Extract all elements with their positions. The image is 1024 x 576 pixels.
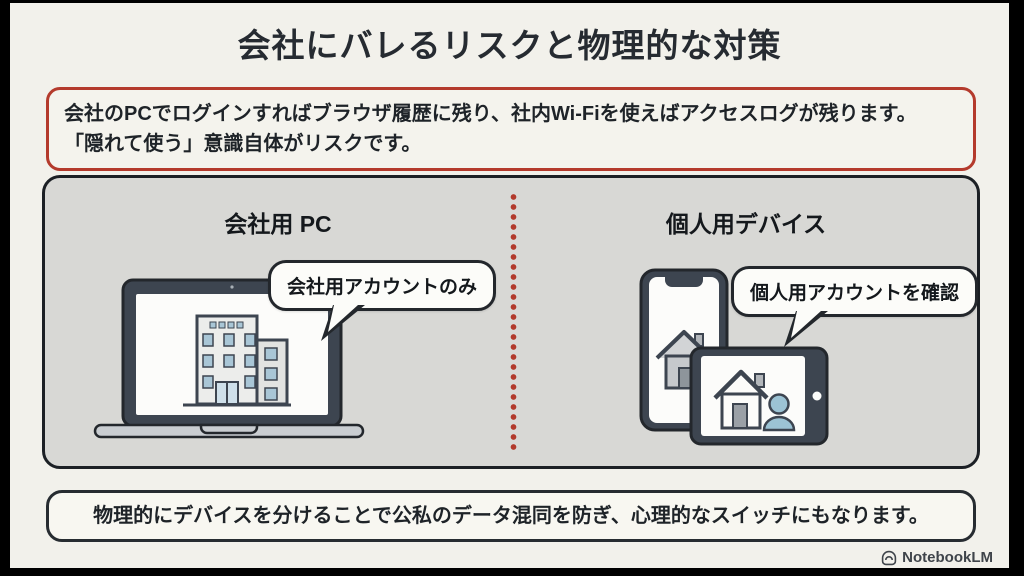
conclusion-note-box: 物理的にデバイスを分けることで公私のデータ混同を防ぎ、心理的なスイッチにもなりま… bbox=[46, 490, 976, 542]
tablet-icon bbox=[689, 346, 829, 446]
laptop-camera-dot bbox=[230, 285, 234, 289]
warning-line-2: 「隠れて使う」意識自体がリスクです。 bbox=[64, 133, 422, 155]
speech-bubble-tail bbox=[321, 305, 365, 341]
slide: 会社にバレるリスクと物理的な対策 会社のPCでログインすればブラウザ履歴に残り、… bbox=[10, 3, 1009, 568]
company-account-speech-bubble: 会社用アカウントのみ bbox=[268, 260, 497, 341]
person-icon bbox=[762, 393, 796, 432]
personal-account-speech-bubble: 個人用アカウントを確認 bbox=[731, 266, 979, 347]
company-pc-header: 会社用 PC bbox=[224, 211, 332, 237]
warning-line-1: 会社のPCでログインすればブラウザ履歴に残り、社内Wi-Fiを使えばアクセスログ… bbox=[64, 103, 917, 125]
smartphone-and-tablet-icon bbox=[639, 268, 829, 446]
branding-footer: NotebookLM bbox=[881, 549, 993, 566]
page-title: 会社にバレるリスクと物理的な対策 bbox=[237, 27, 782, 64]
red-dotted-divider bbox=[509, 192, 518, 450]
home-icon bbox=[713, 369, 769, 430]
branding-label: NotebookLM bbox=[902, 549, 993, 566]
notebooklm-logo-icon bbox=[881, 550, 897, 565]
office-building-icon bbox=[183, 314, 291, 407]
risk-warning-box: 会社のPCでログインすればブラウザ履歴に残り、社内Wi-Fiを使えばアクセスログ… bbox=[46, 87, 976, 171]
comparison-panel: 会社用 PC 個人用デバイス bbox=[42, 175, 980, 469]
bubble-label: 会社用アカウントのみ bbox=[287, 277, 478, 298]
laptop-base-notch bbox=[199, 423, 259, 435]
laptop-icon bbox=[93, 278, 365, 439]
conclusion-text: 物理的にデバイスを分けることで公私のデータ混同を防ぎ、心理的なスイッチにもなりま… bbox=[93, 505, 929, 527]
personal-device-header: 個人用デバイス bbox=[665, 211, 827, 237]
bubble-label: 個人用アカウントを確認 bbox=[750, 283, 960, 304]
speech-bubble-tail bbox=[784, 311, 828, 347]
